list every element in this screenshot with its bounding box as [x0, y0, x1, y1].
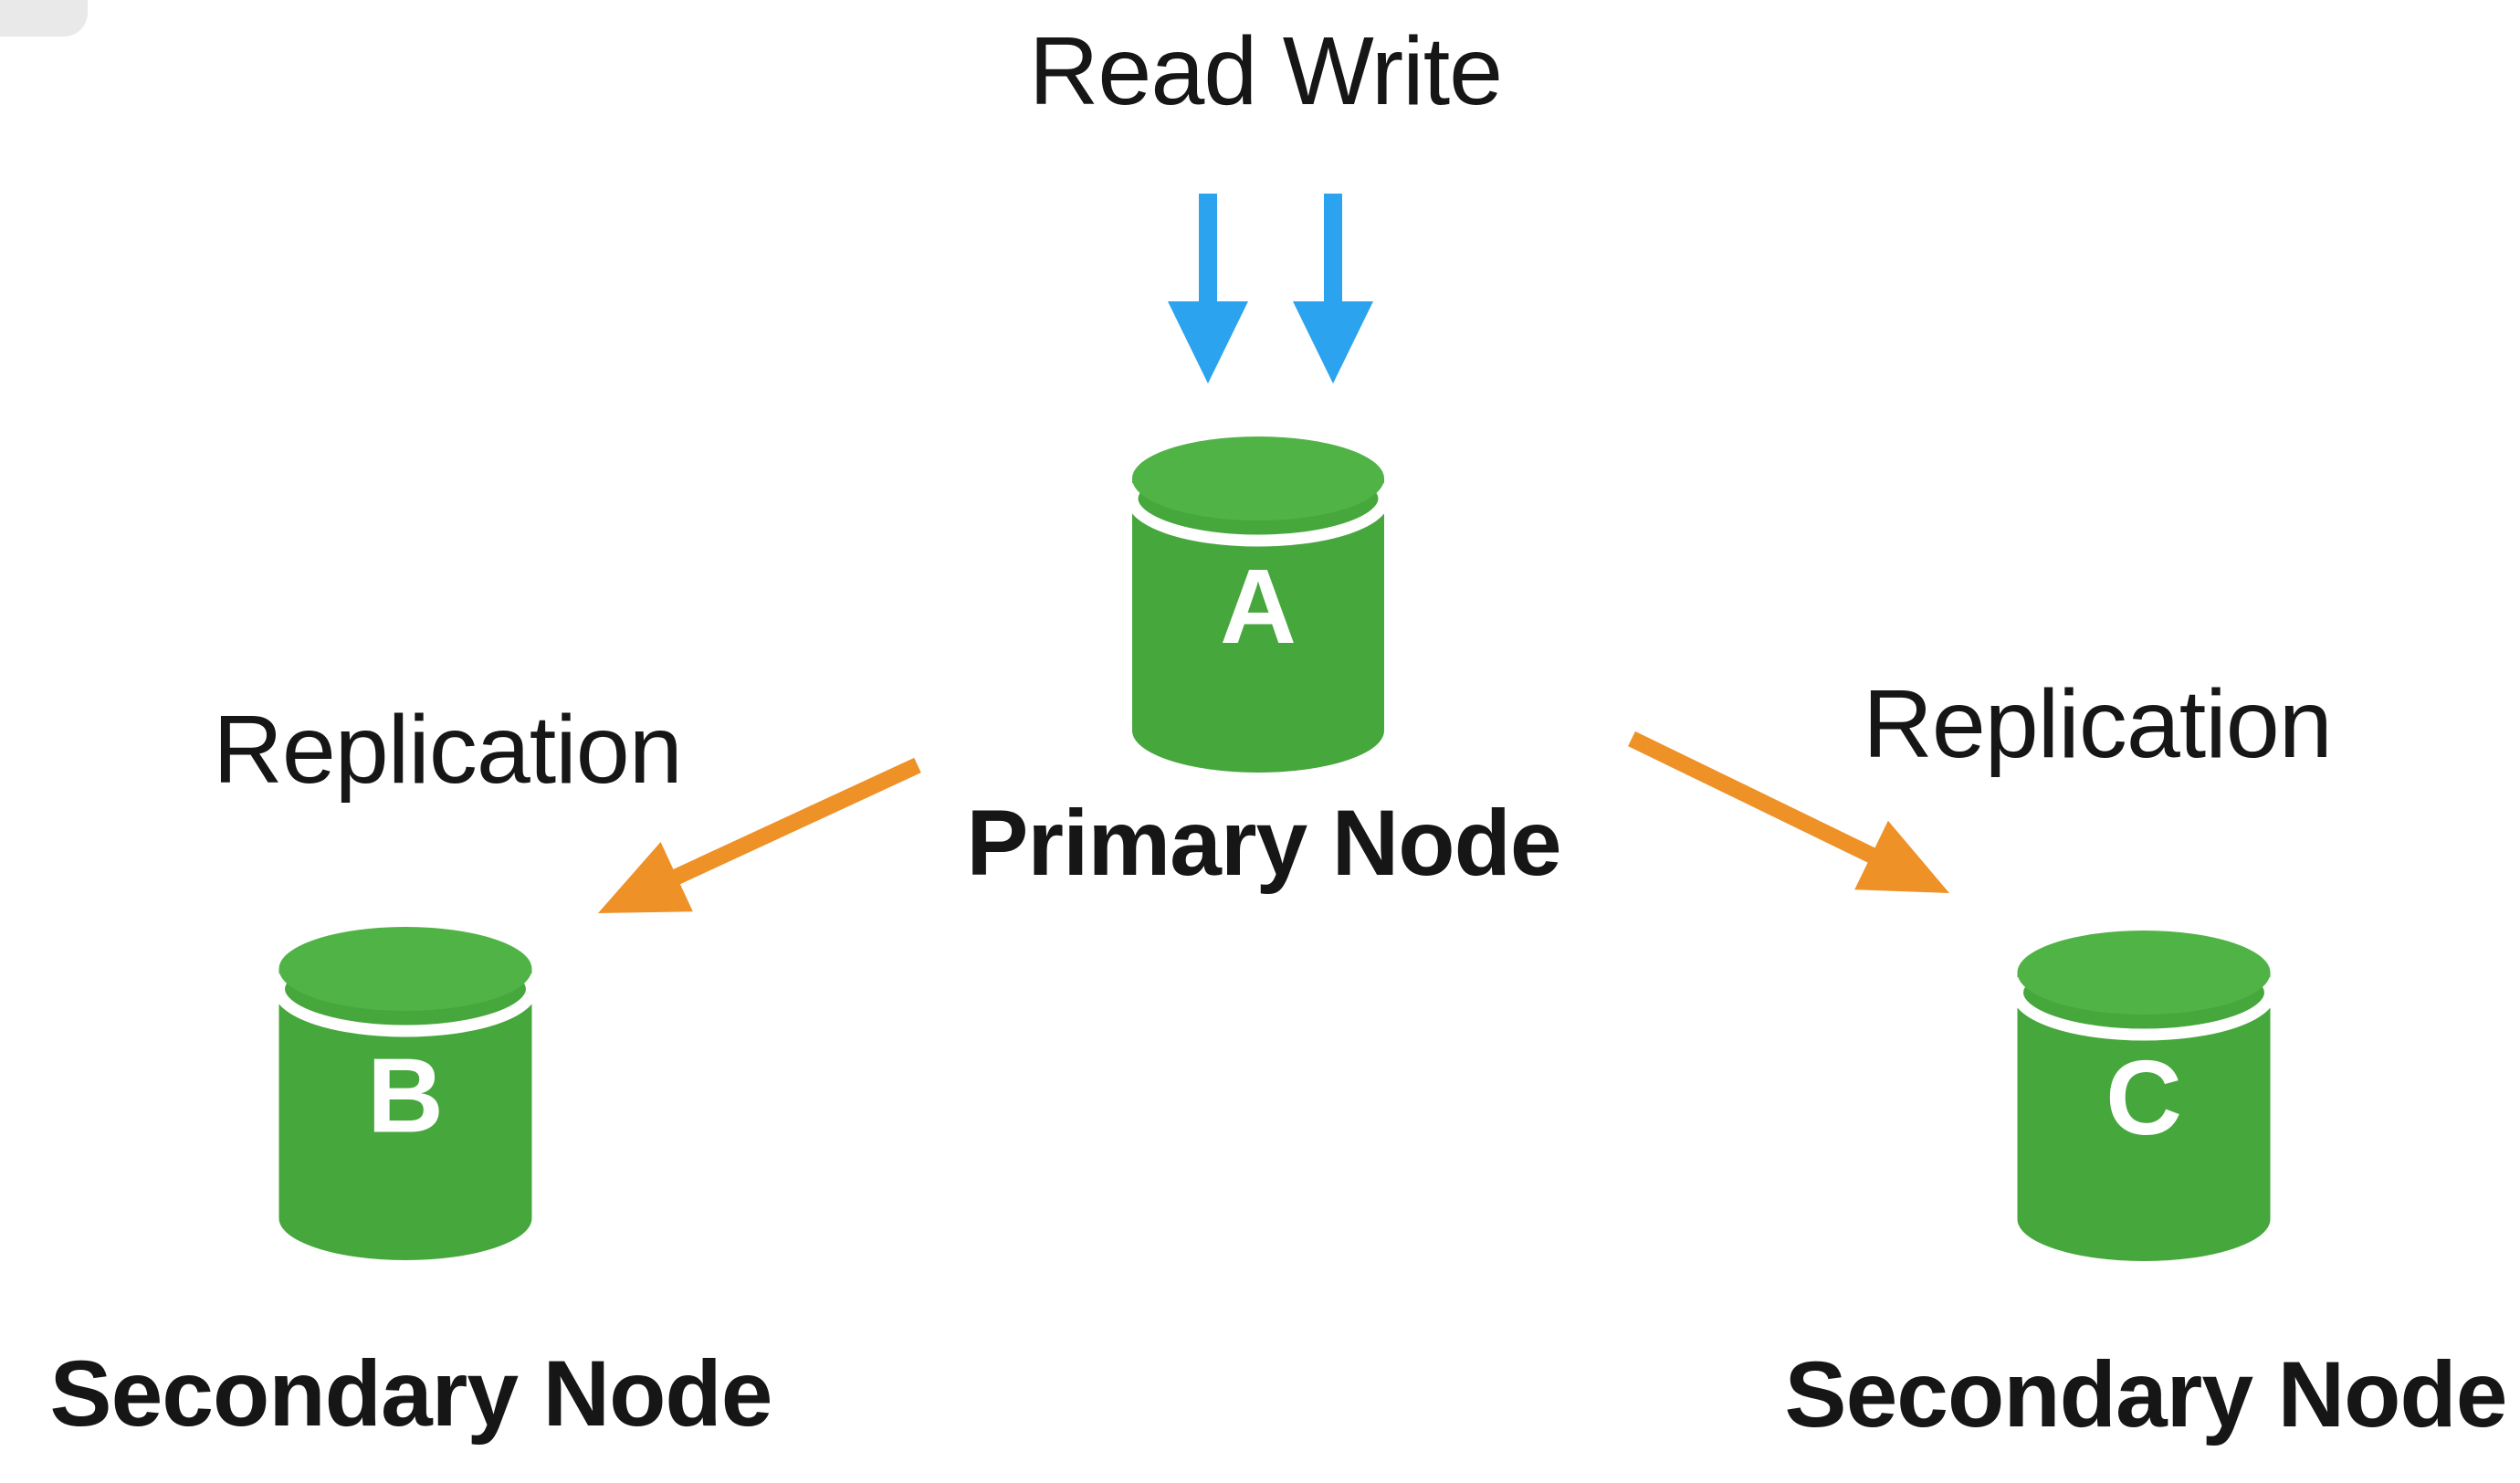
- read-write-label: Read Write: [1028, 17, 1503, 125]
- replication-arrow-left-head: [598, 841, 693, 913]
- replication-label-left: Replication: [213, 696, 682, 804]
- replication-arrow-left: [598, 757, 921, 913]
- window-corner-artifact: [0, 0, 88, 37]
- cylinder-top-cap: [1132, 436, 1384, 521]
- cylinder-top-cap: [278, 927, 532, 1011]
- replication-arrow-right-shaft: [1628, 731, 1882, 867]
- read-arrow: [1168, 194, 1248, 384]
- secondary-node-label-right: Secondary Node: [1784, 1342, 2508, 1446]
- database-cylinder-secondary-c: C: [2011, 931, 2276, 1261]
- database-cylinder-secondary-b: B: [273, 927, 538, 1260]
- cylinder-bottom: [2017, 1177, 2271, 1261]
- replication-arrow-right: [1628, 731, 1949, 893]
- database-cylinder-primary-a: A: [1126, 436, 1391, 773]
- write-arrow: [1293, 194, 1373, 384]
- node-letter-B: B: [367, 1036, 444, 1155]
- replication-arrow-left-shaft: [667, 757, 921, 888]
- cylinder-bottom: [1132, 689, 1384, 773]
- cylinder-top-cap: [2017, 931, 2271, 1015]
- primary-node-label: Primary Node: [966, 791, 1561, 895]
- replication-label-right: Replication: [1863, 670, 2332, 778]
- cylinder-bottom: [278, 1176, 532, 1260]
- replication-arrow-right-head: [1854, 820, 1949, 893]
- write-arrow-head: [1293, 301, 1373, 384]
- read-arrow-head: [1168, 301, 1248, 384]
- node-letter-C: C: [2105, 1038, 2182, 1157]
- node-letter-A: A: [1220, 547, 1297, 666]
- secondary-node-label-left: Secondary Node: [49, 1341, 773, 1446]
